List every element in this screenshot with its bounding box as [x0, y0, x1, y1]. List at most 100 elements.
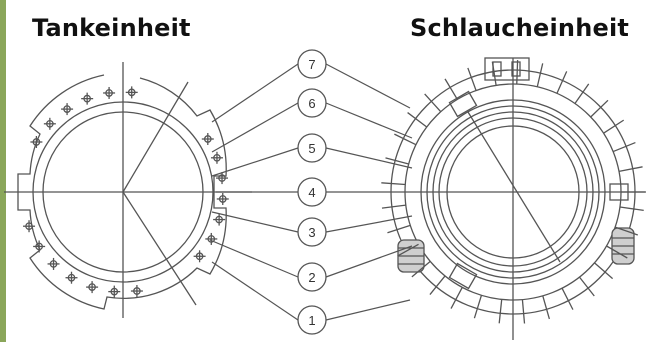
callout-bubble: [297, 217, 327, 247]
callout-leader-right: [325, 245, 413, 278]
rim-tick: [556, 71, 568, 94]
bolt-marker: [47, 257, 60, 270]
bolt-marker: [81, 92, 94, 105]
rim-tick: [594, 262, 614, 280]
tank-unit-drawing: [4, 62, 252, 318]
callout-leader-left: [211, 147, 299, 177]
callout-leader-right: [325, 63, 411, 109]
callout-bubble: [297, 88, 327, 118]
bolt-marker: [108, 285, 121, 298]
rim-tick: [590, 99, 609, 118]
callout-4: 4: [216, 177, 410, 207]
callout-number: 5: [308, 141, 315, 156]
rim-tick: [491, 61, 497, 86]
rim-tick: [381, 204, 406, 209]
rim-tick: [614, 226, 639, 236]
callout-leader-right: [325, 215, 413, 233]
callout-leader-right: [325, 299, 411, 321]
callout-leader-right: [325, 102, 413, 139]
clamp-lower-left: [448, 262, 478, 290]
hose-rim-ticks: [381, 60, 645, 324]
rim-tick: [394, 133, 417, 146]
rim-tick: [618, 166, 643, 173]
callout-bubble: [297, 177, 327, 207]
bolt-marker: [201, 133, 214, 146]
bolt-marker: [130, 285, 143, 298]
tank-bore: [42, 111, 204, 273]
rim-tick: [381, 182, 406, 186]
hose-ring-c: [432, 111, 594, 273]
hose-diagonal: [467, 111, 561, 263]
callout-6: 6: [211, 88, 413, 153]
accent-bar: [0, 0, 6, 342]
bolt-marker: [216, 172, 229, 185]
rim-tick: [385, 157, 409, 165]
hose-ring-a: [420, 99, 606, 285]
hose-unit-drawing: [381, 57, 646, 340]
bolt-marker: [210, 151, 223, 164]
callout-leader-right: [325, 147, 413, 169]
clamp-top-bolt-b: [511, 61, 521, 77]
bolt-marker: [193, 250, 206, 263]
rim-tick: [397, 243, 419, 257]
callout-leader-left: [211, 261, 299, 321]
callout-number: 6: [308, 96, 315, 111]
callout-number: 4: [308, 185, 315, 200]
bolt-marker: [205, 232, 218, 245]
callout-leader-left: [209, 239, 299, 278]
rim-tick: [578, 276, 595, 297]
tank-diagonal-upper: [122, 81, 189, 193]
callout-7: 7: [211, 49, 411, 123]
rim-tick: [603, 119, 625, 134]
bolt-marker: [30, 136, 43, 148]
rim-tick: [473, 295, 483, 319]
bolt-marker: [33, 240, 46, 253]
bolt-marker: [125, 86, 138, 99]
rim-tick: [536, 63, 544, 87]
callout-5: 5: [211, 133, 413, 177]
rim-tick: [450, 287, 463, 309]
rim-tick: [387, 224, 411, 234]
tank-unit-title: Tankeinheit: [32, 14, 191, 42]
callout-bubble: [297, 133, 327, 163]
hose-ring-b: [426, 105, 600, 279]
callout-leader-left: [211, 211, 299, 233]
bolt-marker: [43, 117, 56, 130]
clamp-lower-left-bolt: [397, 239, 425, 273]
rim-tick: [521, 299, 526, 324]
callout-2: 2: [209, 239, 413, 292]
rim-tick: [574, 83, 590, 104]
clamp-lower-right-bolt: [611, 227, 635, 265]
bolt-marker: [23, 220, 36, 233]
bolt-marker: [86, 281, 99, 294]
tank-diagonal-lower: [122, 191, 197, 306]
callout-number: 3: [308, 225, 315, 240]
callout-number: 7: [308, 57, 315, 72]
bolt-marker: [213, 213, 226, 226]
rim-tick: [516, 60, 519, 85]
bolt-marker: [216, 192, 229, 205]
rim-tick: [424, 93, 442, 113]
callout-number: 1: [308, 313, 315, 328]
rim-tick: [411, 260, 431, 278]
callout-3: 3: [211, 211, 413, 247]
hose-unit-title: Schlaucheinheit: [410, 14, 630, 42]
tank-bolt-markers: [23, 86, 229, 298]
hose-ring-d: [438, 117, 588, 267]
clamp-upper-left: [448, 90, 478, 118]
rim-tick: [467, 67, 477, 91]
rim-tick: [444, 78, 458, 100]
rim-tick: [619, 206, 644, 212]
callout-group: 7 6 5 4 3 2 1: [209, 49, 413, 335]
rim-tick: [612, 141, 636, 153]
callout-number: 2: [308, 270, 315, 285]
callout-bubble: [297, 262, 327, 292]
rim-tick: [542, 295, 551, 320]
callout-leader-left: [211, 102, 299, 153]
callout-leader-left: [211, 63, 299, 123]
tank-inner-ring: [32, 101, 214, 283]
rim-tick: [407, 112, 428, 128]
rim-tick: [561, 287, 574, 310]
callout-1: 1: [211, 261, 411, 335]
bolt-marker: [103, 86, 116, 99]
